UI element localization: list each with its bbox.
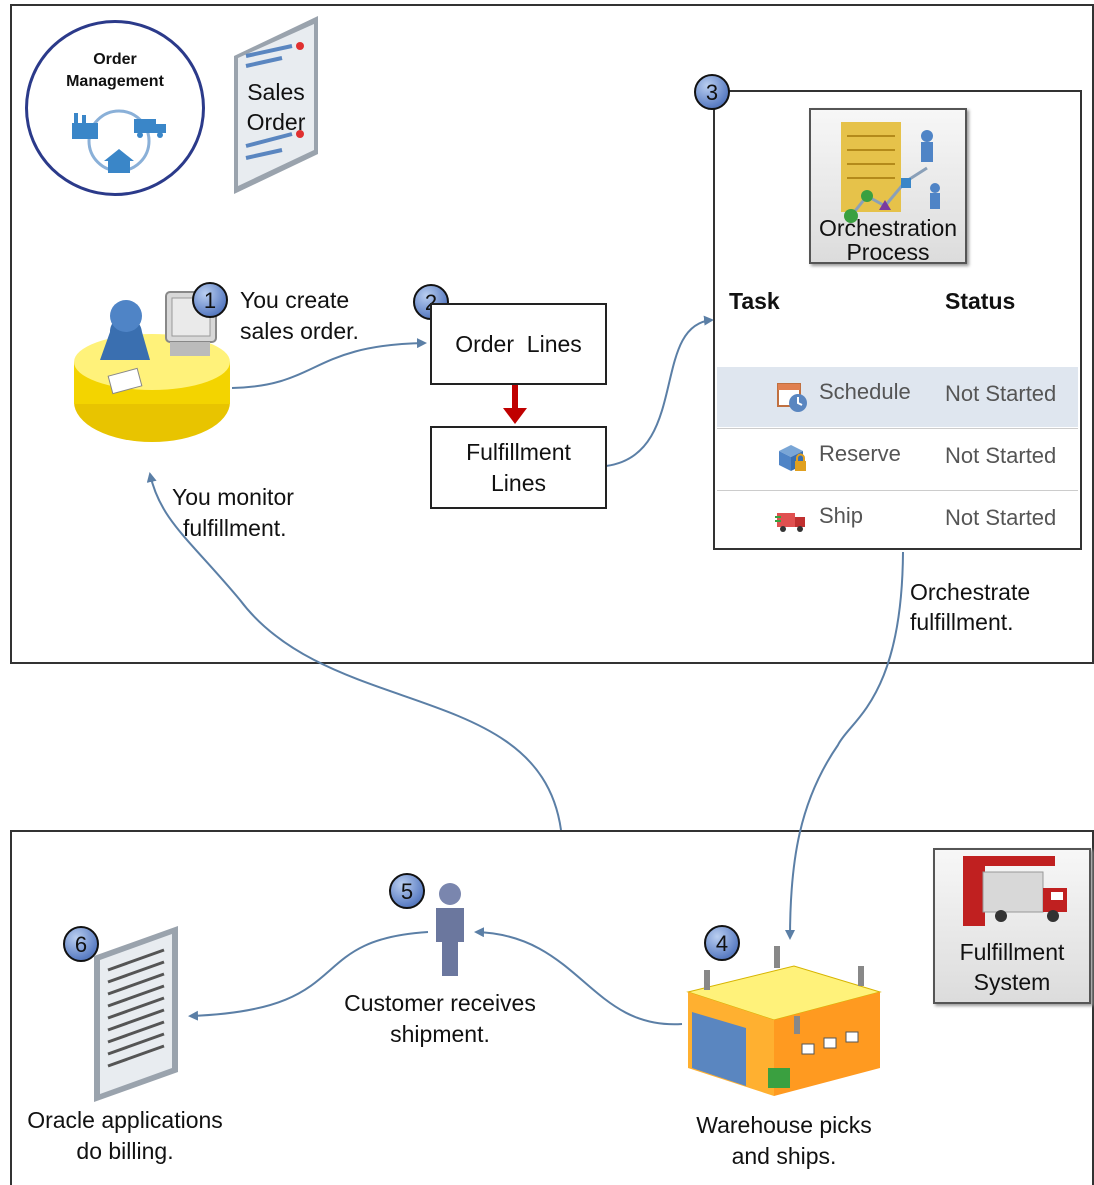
- monitor-text-1: You monitor: [172, 484, 294, 510]
- bottom-panel: [10, 830, 1094, 1185]
- calendar-clock-icon: [777, 383, 807, 412]
- order-management-title-1: Order: [93, 51, 137, 68]
- arrow-warehouse-to-customer: [474, 927, 683, 1026]
- task-name-reserve: Reserve: [819, 441, 901, 466]
- orchestrate-text-1: Orchestrate: [910, 579, 1031, 605]
- order-management-title-2: Management: [66, 73, 164, 90]
- task-status-reserve: Not Started: [945, 443, 1057, 468]
- arrow-monitor-back: [146, 472, 562, 831]
- arrow-customer-to-billing: [188, 931, 429, 1021]
- monitor-text-2: fulfillment.: [183, 515, 287, 541]
- step-1-text-2: sales order.: [240, 318, 359, 344]
- loading-dock-truck-icon: [963, 856, 1067, 926]
- fulfillment-lines-label-2: Lines: [491, 469, 546, 496]
- delivery-truck-icon: [775, 513, 805, 532]
- step-1-badge: 1: [192, 282, 228, 318]
- orchestration-tile-label-1: Orchestration: [818, 215, 958, 241]
- fulfillment-system-label-2: System: [973, 969, 1051, 995]
- arrow-you-to-order-lines: [231, 338, 427, 389]
- order-lines-label: Order Lines: [455, 330, 582, 357]
- sales-order-label-1: Sales: [247, 79, 305, 105]
- sales-order-label-2: Order: [246, 109, 306, 135]
- order-management-badge: Order Management: [25, 20, 205, 196]
- document-icon: [234, 16, 318, 194]
- orchestration-process-tile: Orchestration Process: [809, 108, 967, 265]
- task-row-reserve: Reserve Not Started: [717, 428, 1078, 489]
- fulfillment-lines-box: Fulfillment Lines: [430, 426, 607, 509]
- task-row-schedule: Schedule Not Started: [717, 367, 1078, 427]
- step-5-text-2: shipment.: [390, 1021, 490, 1047]
- task-name-ship: Ship: [819, 503, 864, 528]
- customer-icon: [436, 883, 464, 976]
- step-3-badge: 3: [694, 74, 730, 110]
- step-1-text-1: You create: [240, 287, 350, 313]
- step-5-badge: 5: [389, 873, 425, 909]
- orchestrate-text-2: fulfillment.: [910, 609, 1014, 635]
- factory-truck-home-icon: [72, 109, 166, 173]
- arrow-orchestrate-to-warehouse: [785, 551, 904, 940]
- warehouse-icon: [686, 946, 882, 1096]
- fulfillment-system-tile: Fulfillment System: [933, 848, 1091, 1004]
- task-row-ship: Ship Not Started: [717, 490, 1078, 551]
- step-4-text-1: Warehouse picks: [696, 1112, 872, 1138]
- process-flow-icon: [841, 122, 940, 223]
- sales-order-document: Sales Order: [232, 16, 320, 194]
- task-status-ship: Not Started: [945, 505, 1057, 530]
- step-6-text-1: Oracle applications: [27, 1107, 223, 1133]
- orchestration-tile-label-2: Process: [846, 239, 930, 265]
- task-status-schedule: Not Started: [945, 381, 1057, 406]
- fulfillment-lines-label-1: Fulfillment: [466, 438, 571, 465]
- step-4-badge: 4: [704, 925, 740, 961]
- task-header: Task: [729, 288, 780, 314]
- box-lock-icon: [779, 445, 806, 471]
- order-lines-box: Order Lines: [430, 303, 607, 385]
- billing-document-icon: [94, 926, 178, 1102]
- fulfillment-system-label-1: Fulfillment: [959, 939, 1065, 965]
- orchestration-panel: Orchestration Process Task Status Schedu…: [713, 90, 1082, 550]
- arrow-fulfillment-to-orchestration: [605, 315, 714, 467]
- step-6-badge: 6: [63, 926, 99, 962]
- status-header: Status: [945, 288, 1016, 314]
- step-6-text-2: do billing.: [76, 1138, 174, 1164]
- step-4-text-2: and ships.: [731, 1143, 837, 1169]
- step-5-text-1: Customer receives: [344, 990, 536, 1016]
- task-name-schedule: Schedule: [819, 379, 911, 404]
